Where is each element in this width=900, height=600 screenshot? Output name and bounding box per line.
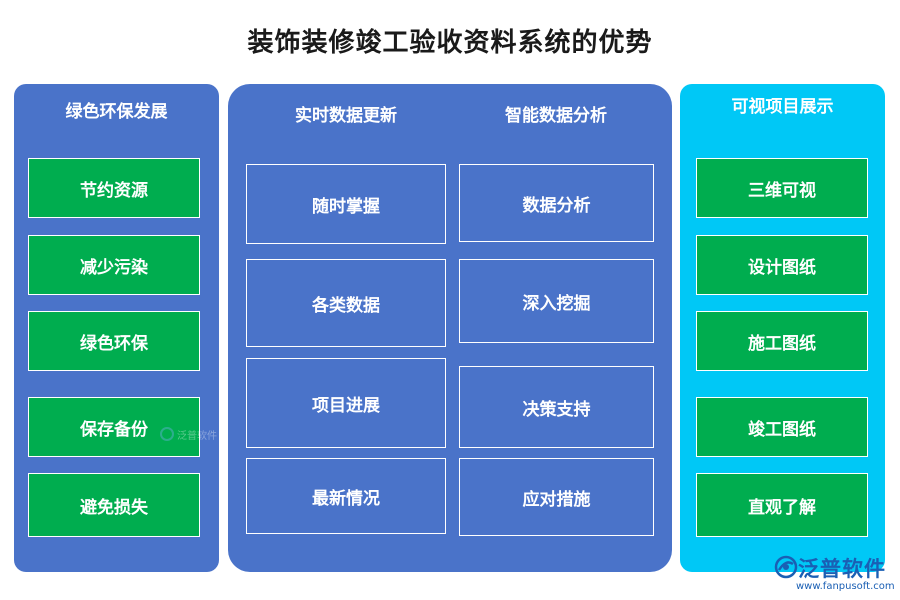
left-item-4: 保存备份 bbox=[28, 397, 200, 457]
middle-left-item-1: 随时掌握 bbox=[246, 164, 446, 244]
right-item-1: 三维可视 bbox=[696, 158, 868, 218]
middle-left-item-2: 各类数据 bbox=[246, 259, 446, 347]
middle-left-item-3: 项目进展 bbox=[246, 358, 446, 448]
middle-right-item-2: 深入挖掘 bbox=[459, 259, 654, 343]
right-item-5: 直观了解 bbox=[696, 473, 868, 537]
middle-right-item-4: 应对措施 bbox=[459, 458, 654, 536]
right-item-2: 设计图纸 bbox=[696, 235, 868, 295]
left-panel-heading: 绿色环保发展 bbox=[65, 102, 168, 122]
middle-right-item-1: 数据分析 bbox=[459, 164, 654, 242]
fanpu-logo-icon bbox=[774, 555, 798, 579]
watermark-text: 泛普软件 bbox=[177, 430, 217, 442]
logo-name: 泛普软件 bbox=[798, 557, 886, 581]
right-item-3: 施工图纸 bbox=[696, 311, 868, 371]
page-title: 装饰装修竣工验收资料系统的优势 bbox=[247, 28, 653, 58]
left-item-2: 减少污染 bbox=[28, 235, 200, 295]
logo-url: www.fanpusoft.com bbox=[796, 581, 895, 592]
middle-left-heading: 实时数据更新 bbox=[295, 106, 397, 126]
brand-logo: 泛普软件 www.fanpusoft.com bbox=[770, 553, 895, 597]
watermark: 泛普软件 bbox=[160, 424, 230, 444]
left-item-3: 绿色环保 bbox=[28, 311, 200, 371]
right-item-4: 竣工图纸 bbox=[696, 397, 868, 457]
middle-right-item-3: 决策支持 bbox=[459, 366, 654, 448]
left-item-5: 避免损失 bbox=[28, 473, 200, 537]
left-item-1: 节约资源 bbox=[28, 158, 200, 218]
watermark-logo-icon bbox=[160, 427, 174, 441]
middle-right-heading: 智能数据分析 bbox=[505, 106, 607, 126]
middle-left-item-4: 最新情况 bbox=[246, 458, 446, 534]
right-panel-heading: 可视项目展示 bbox=[731, 97, 834, 117]
